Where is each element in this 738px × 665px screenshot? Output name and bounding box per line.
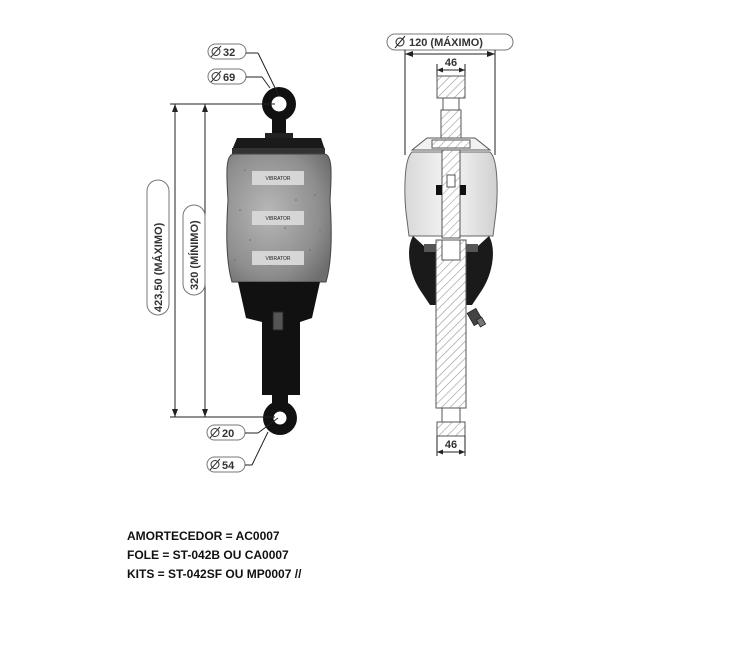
eye-top-outer-label: 69 [223,72,235,84]
bottom-rod-block [436,421,466,437]
svg-text:VIBRATOR: VIBRATOR [265,216,290,222]
code-kits: KITS = ST-042SF OU MP0007 // [127,567,302,581]
bottom-eye-leaders [206,417,279,473]
top-cap [232,138,325,150]
code-bellow: FOLE = ST-042B OU CA0007 [127,548,289,562]
top-rod-block [436,75,466,99]
brand-label-3: VIBRATOR [252,251,304,265]
diameter-icon [209,426,221,471]
valve-fitting [466,307,487,328]
lower-piston-section [409,236,436,305]
length-max-label: 423,50 (MÁXIMO) [152,222,165,312]
diameter-icon [210,45,222,83]
bellow-width-dimension [386,33,514,155]
eye-top-inner-label: 32 [223,47,235,59]
top-eye [262,87,296,139]
length-min-label: 320 (MÍNIMO) [188,220,201,290]
top-eye-leaders [207,43,280,97]
length-min-dimension [182,104,208,417]
svg-text:VIBRATOR: VIBRATOR [265,256,290,262]
lower-piston [238,282,320,395]
section-view: 120 (MÁXIMO) 46 [386,33,514,456]
svg-text:VIBRATOR: VIBRATOR [265,176,290,182]
cylinder-body-section [435,239,467,409]
rod-bottom-dimension [436,436,466,456]
rod-top-width-label: 46 [445,57,457,69]
bottom-eye [263,393,297,435]
rod-bottom-width-label: 46 [445,439,457,451]
code-damper: AMORTECEDOR = AC0007 [127,529,280,543]
eye-bottom-inner-label: 20 [222,428,234,440]
exterior-view: VIBRATOR VIBRATOR VIBRATOR [146,43,332,473]
bellow-width-label: 120 (MÁXIMO) [409,36,483,49]
part-codes: AMORTECEDOR = AC0007 FOLE = ST-042B OU C… [127,527,301,584]
length-max-dimension [146,103,275,418]
brand-label-1: VIBRATOR [252,171,304,185]
air-bellow: VIBRATOR VIBRATOR VIBRATOR [226,153,332,283]
eye-bottom-outer-label: 54 [222,460,235,472]
brand-label-2: VIBRATOR [252,211,304,225]
